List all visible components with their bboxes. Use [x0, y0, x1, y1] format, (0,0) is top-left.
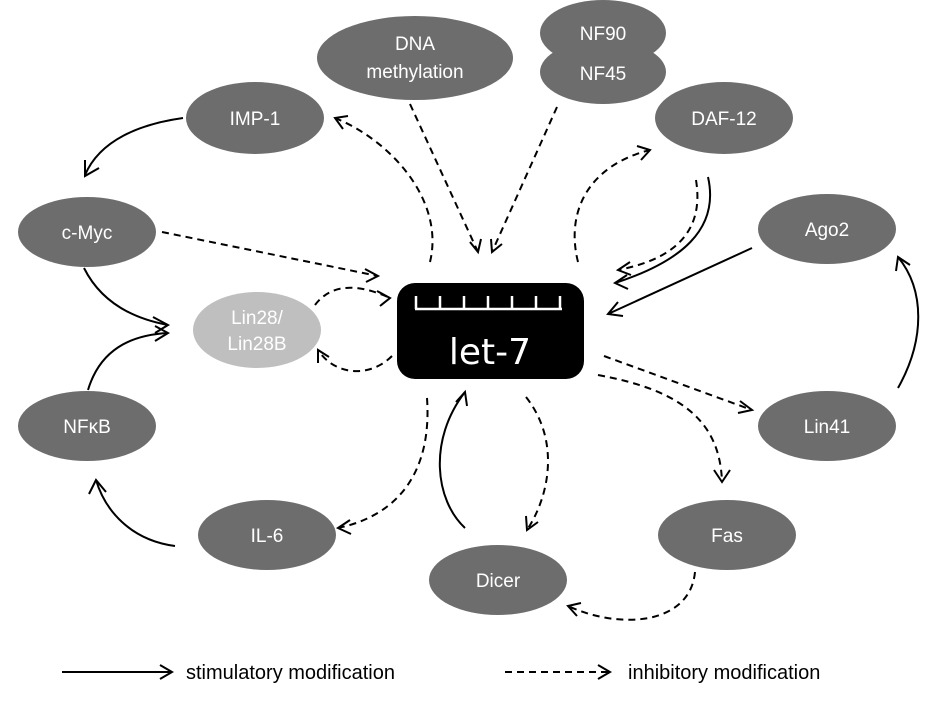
head-cmyc-to-let7	[364, 268, 381, 283]
head-lin28-to-let7	[376, 290, 392, 307]
head-nfkb-to-lin28	[154, 325, 171, 342]
arrow-let7-to-il6	[337, 397, 429, 529]
head-nf45-to-let7	[490, 238, 503, 254]
node-imp1	[186, 82, 324, 154]
legend-inhibitory-label: inhibitory modification	[628, 662, 820, 684]
arrow-lin28-to-let7	[314, 286, 391, 306]
label-imp1: IMP-1	[230, 109, 281, 130]
arrow-cmyc-to-let7	[161, 231, 379, 277]
arrow-dna-to-let7	[409, 103, 479, 253]
node-dna-methylation	[317, 16, 513, 100]
arrow-daf12-to-let7-inhib	[617, 179, 699, 271]
head-il6-to-nfkb	[88, 478, 107, 495]
head-dna-to-let7	[469, 238, 482, 255]
arrow-cmyc-to-lin28	[83, 267, 169, 326]
arrow-daf12-to-let7	[614, 176, 712, 284]
arrow-imp1-to-cmyc	[84, 117, 184, 176]
node-nfkb	[18, 391, 156, 461]
node-lin41	[758, 391, 896, 461]
head-let7-to-dicer	[525, 515, 539, 532]
label-dna-line1: DNA	[395, 34, 435, 55]
legend-stimulatory-label: stimulatory modification	[186, 662, 395, 684]
label-dicer: Dicer	[476, 571, 521, 592]
head-daf12-to-let7	[612, 274, 629, 290]
label-lin28-line2: Lin28B	[227, 334, 286, 355]
head-cmyc-to-lin28	[152, 316, 171, 334]
label-nfkb: NFκB	[63, 417, 111, 438]
inhibitory-arrows	[161, 103, 755, 621]
arrow-let7-to-lin41	[603, 355, 753, 411]
node-nf45	[540, 40, 666, 104]
head-ago2-to-let7	[606, 301, 624, 317]
arrow-let7-to-fas	[597, 374, 723, 483]
label-daf12: DAF-12	[691, 109, 756, 130]
head-let7-to-daf12	[636, 145, 652, 161]
head-let7-to-lin28	[317, 348, 330, 363]
legend-solid-head	[159, 664, 174, 680]
arrow-dicer-to-let7	[438, 391, 466, 529]
node-dicer	[429, 545, 567, 615]
arrow-let7-to-imp1	[334, 117, 434, 263]
head-imp1-to-cmyc	[84, 160, 100, 178]
node-cmyc	[18, 197, 156, 267]
head-lin41-to-ago2	[895, 255, 911, 272]
arrow-nf45-to-let7	[491, 106, 558, 253]
label-il6: IL-6	[251, 526, 284, 547]
node-fas	[658, 500, 796, 570]
arrow-il6-to-nfkb	[95, 479, 176, 547]
label-nf90: NF90	[580, 24, 626, 45]
node-lin28	[193, 292, 321, 368]
arrow-let7-to-dicer	[525, 396, 550, 531]
arrow-lin41-to-ago2	[897, 256, 920, 389]
arrow-let7-to-lin28	[317, 349, 393, 372]
node-il6	[198, 500, 336, 570]
head-dicer-to-let7	[455, 389, 468, 407]
let7-center: let-7	[397, 283, 584, 379]
arrow-fas-to-dicer	[567, 571, 696, 621]
labels-layer: DNA methylation NF90 NF45 IMP-1 DAF-12 c…	[62, 24, 851, 592]
label-dna-line2: methylation	[366, 62, 463, 83]
head-let7-to-lin41	[737, 400, 755, 414]
stimulatory-arrows	[83, 117, 920, 547]
label-cmyc: c-Myc	[62, 223, 113, 244]
arrow-nfkb-to-lin28	[87, 332, 169, 391]
let7-label: let-7	[449, 332, 531, 373]
node-ago2	[758, 194, 896, 264]
label-lin41: Lin41	[804, 417, 851, 438]
head-let7-to-il6	[335, 519, 352, 535]
legend-dashed-head	[597, 664, 612, 680]
head-let7-to-imp1	[333, 115, 349, 130]
node-daf12	[655, 82, 793, 154]
head-let7-to-fas	[713, 469, 731, 484]
arrow-ago2-to-let7	[607, 247, 753, 315]
nodes-layer	[18, 0, 896, 615]
arrow-let7-to-daf12	[573, 149, 651, 263]
label-fas: Fas	[711, 526, 743, 547]
label-lin28-line1: Lin28/	[231, 308, 283, 329]
legend: stimulatory modification inhibitory modi…	[62, 662, 820, 684]
label-ago2: Ago2	[805, 220, 849, 241]
label-nf45: NF45	[580, 64, 626, 85]
let7-comb-icon	[414, 296, 562, 311]
head-daf12-to-let7-inhib	[615, 261, 632, 276]
head-fas-to-dicer	[566, 602, 582, 617]
